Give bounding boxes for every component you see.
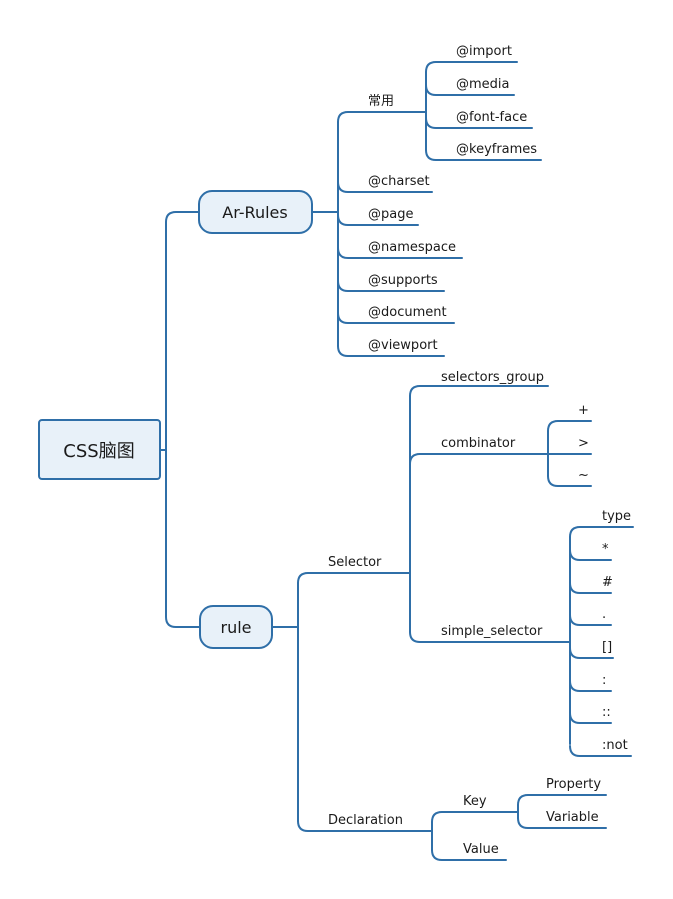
- edge-to-charset: [337, 181, 433, 193]
- edge-to-keyframes: [425, 149, 542, 161]
- root-node[interactable]: CSS脑图: [38, 419, 161, 480]
- supports-label[interactable]: @supports: [368, 273, 438, 288]
- edge-to-colon: [569, 680, 612, 692]
- edge-to-hash: [569, 582, 612, 594]
- simple-colon[interactable]: :: [602, 673, 606, 688]
- edge-to-media: [425, 84, 515, 96]
- value-label[interactable]: Value: [463, 842, 499, 857]
- charset-label[interactable]: @charset: [368, 174, 430, 189]
- simple-double-colon[interactable]: ::: [602, 705, 611, 720]
- page-label[interactable]: @page: [368, 207, 413, 222]
- edge-to-import: [425, 61, 518, 73]
- edge-to-plus: [547, 420, 592, 432]
- edge-to-tilde: [547, 475, 592, 487]
- simple-hash[interactable]: #: [602, 575, 613, 590]
- viewport-label[interactable]: @viewport: [368, 338, 438, 353]
- edge-to-combinator: [409, 453, 549, 465]
- edge-to-document: [337, 312, 455, 324]
- edge-to-variable: [517, 817, 607, 829]
- edge-to-key: [431, 811, 519, 823]
- import-label[interactable]: @import: [456, 44, 512, 59]
- edge-to-selectors-group: [409, 385, 549, 397]
- edge-to-viewport: [337, 345, 445, 357]
- edge-to-property: [517, 794, 607, 806]
- edge-to-dot: [569, 614, 612, 626]
- edge-to-selector: [297, 572, 411, 584]
- declaration-label[interactable]: Declaration: [328, 813, 403, 828]
- media-label[interactable]: @media: [456, 77, 510, 92]
- simple-selector-label[interactable]: simple_selector: [441, 624, 543, 639]
- edge-to-font-face: [425, 117, 533, 129]
- edge-root-to-rule: [165, 449, 201, 628]
- edge-to-value: [431, 849, 507, 861]
- edge-to-double-colon: [569, 712, 612, 724]
- edge-to-not: [569, 745, 632, 757]
- ar-rules-branch: 常用 @import @media @font-face @keyframes …: [368, 44, 537, 353]
- root-label: CSS脑图: [63, 441, 134, 462]
- namespace-label[interactable]: @namespace: [368, 240, 456, 255]
- variable-label[interactable]: Variable: [546, 810, 599, 825]
- keyframes-label[interactable]: @keyframes: [456, 142, 537, 157]
- combinator-plus[interactable]: +: [578, 403, 589, 418]
- selector-label[interactable]: Selector: [328, 555, 382, 570]
- edge-to-type: [569, 526, 634, 538]
- combinator-label[interactable]: combinator: [441, 436, 516, 451]
- rule-node[interactable]: rule: [199, 605, 273, 649]
- rule-branch: Selector selectors_group combinator + > …: [328, 370, 631, 857]
- font-face-label[interactable]: @font-face: [456, 110, 527, 125]
- simple-not[interactable]: :not: [602, 738, 628, 753]
- simple-star[interactable]: *: [602, 542, 609, 557]
- edge-root-to-ar-rules: [165, 211, 200, 451]
- common-label[interactable]: 常用: [368, 94, 394, 109]
- simple-dot[interactable]: .: [602, 607, 606, 622]
- property-label[interactable]: Property: [546, 777, 601, 792]
- key-label[interactable]: Key: [463, 794, 487, 809]
- edge-to-common: [337, 111, 427, 123]
- edge-to-star: [569, 549, 612, 561]
- rule-label: rule: [220, 618, 251, 637]
- edge-to-simple-selector: [409, 631, 571, 643]
- edge-to-namespace: [337, 247, 463, 259]
- simple-type[interactable]: type: [602, 509, 631, 524]
- selectors-group-label[interactable]: selectors_group: [441, 370, 544, 385]
- combinator-tilde[interactable]: ~: [578, 468, 589, 483]
- ar-rules-label: Ar-Rules: [222, 203, 287, 222]
- ar-rules-node[interactable]: Ar-Rules: [198, 190, 313, 234]
- edge-to-supports: [337, 280, 445, 292]
- combinator-gt[interactable]: >: [578, 436, 589, 451]
- edge-to-page: [337, 214, 419, 226]
- edge-to-brackets: [569, 647, 614, 659]
- simple-brackets[interactable]: []: [602, 640, 612, 655]
- edges: [159, 61, 634, 861]
- document-label[interactable]: @document: [368, 305, 447, 320]
- edge-to-declaration: [297, 820, 433, 832]
